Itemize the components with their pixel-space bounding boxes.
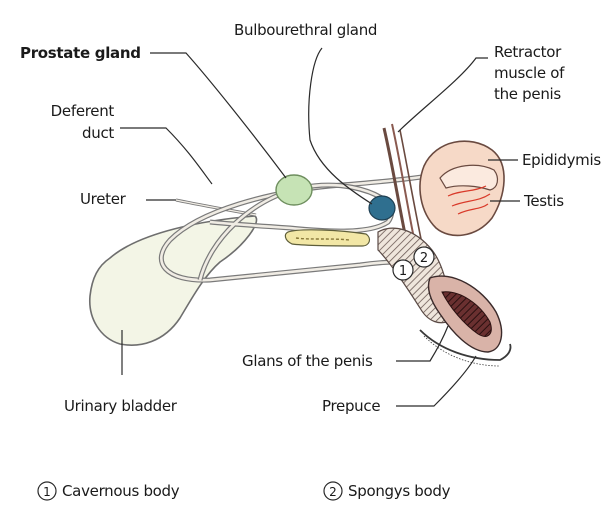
- label-ureter: Ureter: [80, 189, 126, 209]
- label-glans-of-the-penis: Glans of the penis: [242, 351, 373, 371]
- label-retractor-muscle: Retractor muscle of the penis: [494, 42, 564, 105]
- leader-bulbourethral: [309, 48, 372, 204]
- label-testis: Testis: [524, 191, 564, 211]
- prostate-gland-shape: [276, 175, 312, 205]
- legend-marker-spongy: 2: [324, 482, 342, 500]
- label-bulbourethral-gland: Bulbourethral gland: [234, 20, 377, 40]
- leader-deferent: [120, 128, 212, 184]
- label-epididymis: Epididymis: [522, 150, 601, 170]
- glans-shape: [428, 276, 501, 352]
- marker-spongy: 2: [414, 247, 434, 267]
- bulbourethral-gland-shape: [369, 196, 395, 220]
- svg-text:2: 2: [420, 251, 428, 266]
- svg-text:1: 1: [399, 264, 407, 279]
- label-deferent-duct: Deferent duct: [18, 100, 114, 144]
- label-urinary-bladder: Urinary bladder: [64, 396, 177, 416]
- label-prostate-gland: Prostate gland: [20, 43, 141, 63]
- leader-prepuce: [396, 356, 476, 406]
- legend-spongy-body: Spongys body: [348, 481, 450, 501]
- testis-shape: [420, 141, 504, 235]
- marker-cavernous: 1: [393, 260, 413, 280]
- leader-prostate: [150, 53, 286, 178]
- legend-marker-cavernous: 1: [38, 482, 56, 500]
- svg-text:1: 1: [43, 485, 51, 499]
- svg-text:2: 2: [329, 485, 337, 499]
- label-prepuce: Prepuce: [322, 396, 380, 416]
- legend-cavernous-body: Cavernous body: [62, 481, 179, 501]
- leader-retractor: [398, 58, 488, 132]
